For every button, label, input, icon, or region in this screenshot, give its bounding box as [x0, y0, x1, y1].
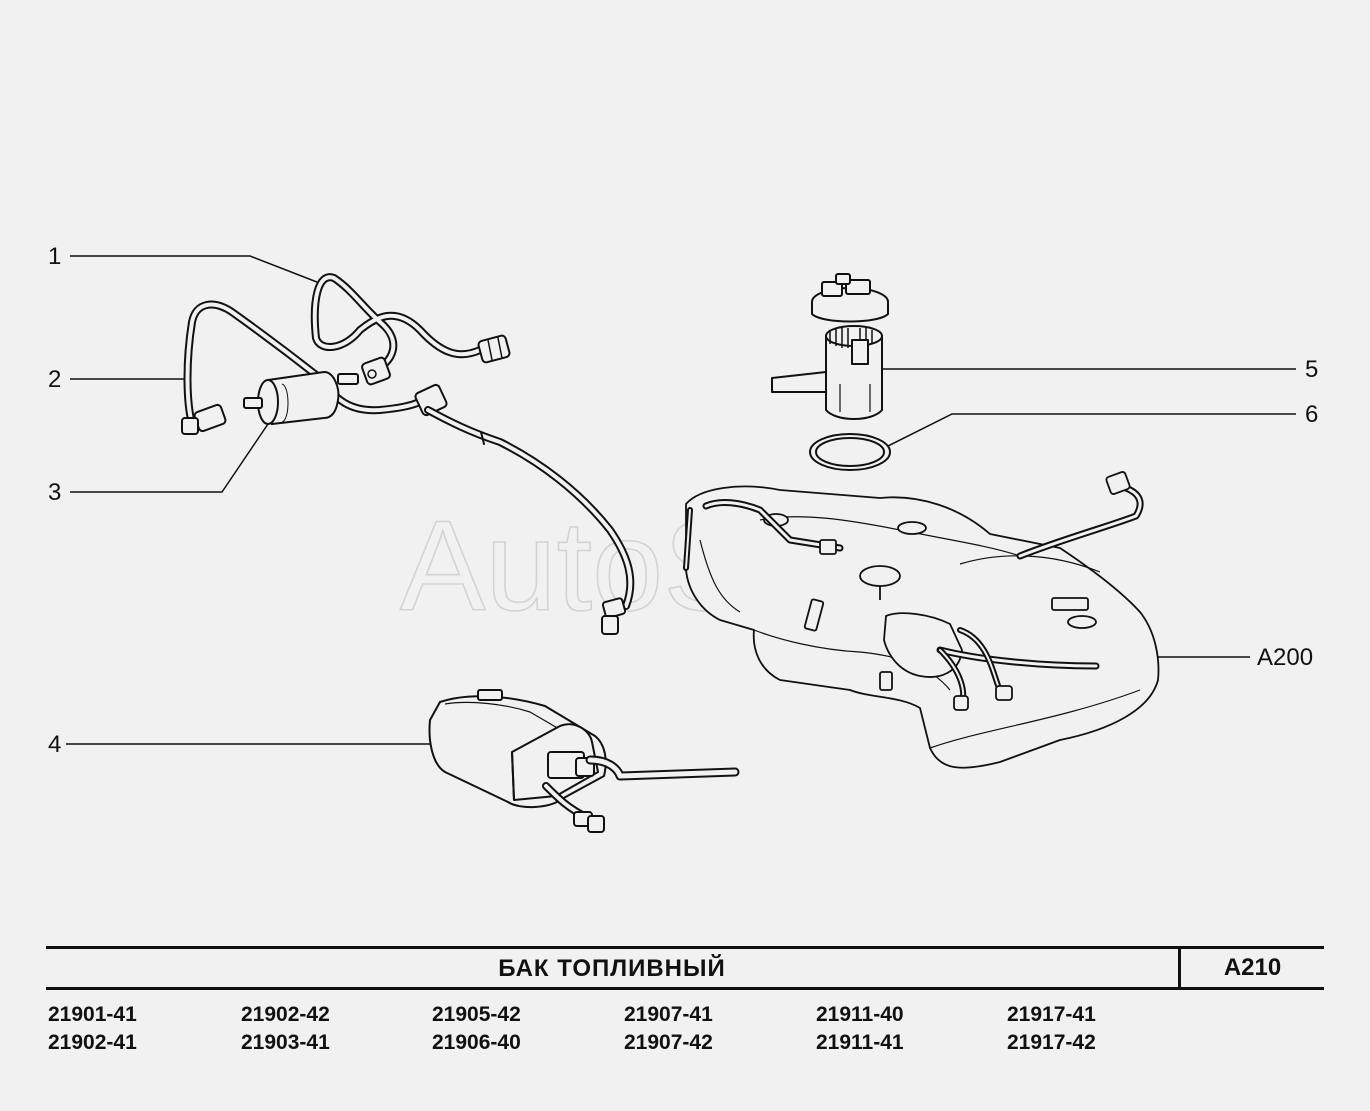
- callout-3[interactable]: 3: [48, 479, 61, 506]
- model-column: 21911-40 21911-41: [816, 1001, 904, 1057]
- a200-fuel-tank: [683, 471, 1160, 769]
- part-2-fuel-line: [181, 300, 448, 435]
- diagram-title: БАК ТОПЛИВНЫЙ: [498, 955, 726, 982]
- callout-4[interactable]: 4: [48, 731, 61, 758]
- model-number: 21901-41: [48, 1003, 137, 1026]
- title-bar: БАК ТОПЛИВНЫЙ A210: [46, 946, 1324, 990]
- model-column: 21907-41 21907-42: [624, 1001, 713, 1057]
- part-6-seal-ring: [809, 433, 891, 471]
- model-column: 21901-41 21902-41: [48, 1001, 137, 1057]
- model-number: 21905-42: [432, 1003, 521, 1026]
- model-number: 21906-40: [432, 1031, 521, 1054]
- model-number: 21903-41: [241, 1031, 330, 1054]
- model-number: 21902-41: [48, 1031, 137, 1054]
- model-number: 21911-40: [816, 1003, 904, 1026]
- model-number: 21907-41: [624, 1003, 713, 1026]
- callout-6[interactable]: 6: [1305, 401, 1318, 428]
- callout-1[interactable]: 1: [48, 243, 61, 270]
- diagram-code: A210: [1178, 949, 1324, 987]
- leader-line-3: [70, 423, 269, 493]
- leader-line-6: [887, 413, 1296, 447]
- part-4-canister: [428, 689, 740, 833]
- model-number: 21917-41: [1007, 1003, 1096, 1026]
- supply-line: [424, 406, 635, 635]
- model-number: 21907-42: [624, 1031, 713, 1054]
- model-number: 21917-42: [1007, 1031, 1096, 1054]
- leader-line-1: [70, 255, 323, 285]
- model-column: 21905-42 21906-40: [432, 1001, 521, 1057]
- part-5-fuel-pump-module: [771, 273, 889, 420]
- fuel-tank-diagram: AutoSoft 1 2 3 4 5 6 A200: [48, 243, 1318, 833]
- part-1-fuel-line: [310, 273, 511, 386]
- model-column: 21902-42 21903-41: [241, 1001, 330, 1057]
- callout-5[interactable]: 5: [1305, 356, 1318, 383]
- model-number: 21911-41: [816, 1031, 904, 1054]
- model-number: 21902-42: [241, 1003, 330, 1026]
- part-3-fuel-filter: [243, 370, 359, 426]
- leader-lines: [66, 255, 1296, 745]
- model-column: 21917-41 21917-42: [1007, 1001, 1096, 1057]
- callout-a200[interactable]: A200: [1257, 644, 1313, 671]
- callout-2[interactable]: 2: [48, 366, 61, 393]
